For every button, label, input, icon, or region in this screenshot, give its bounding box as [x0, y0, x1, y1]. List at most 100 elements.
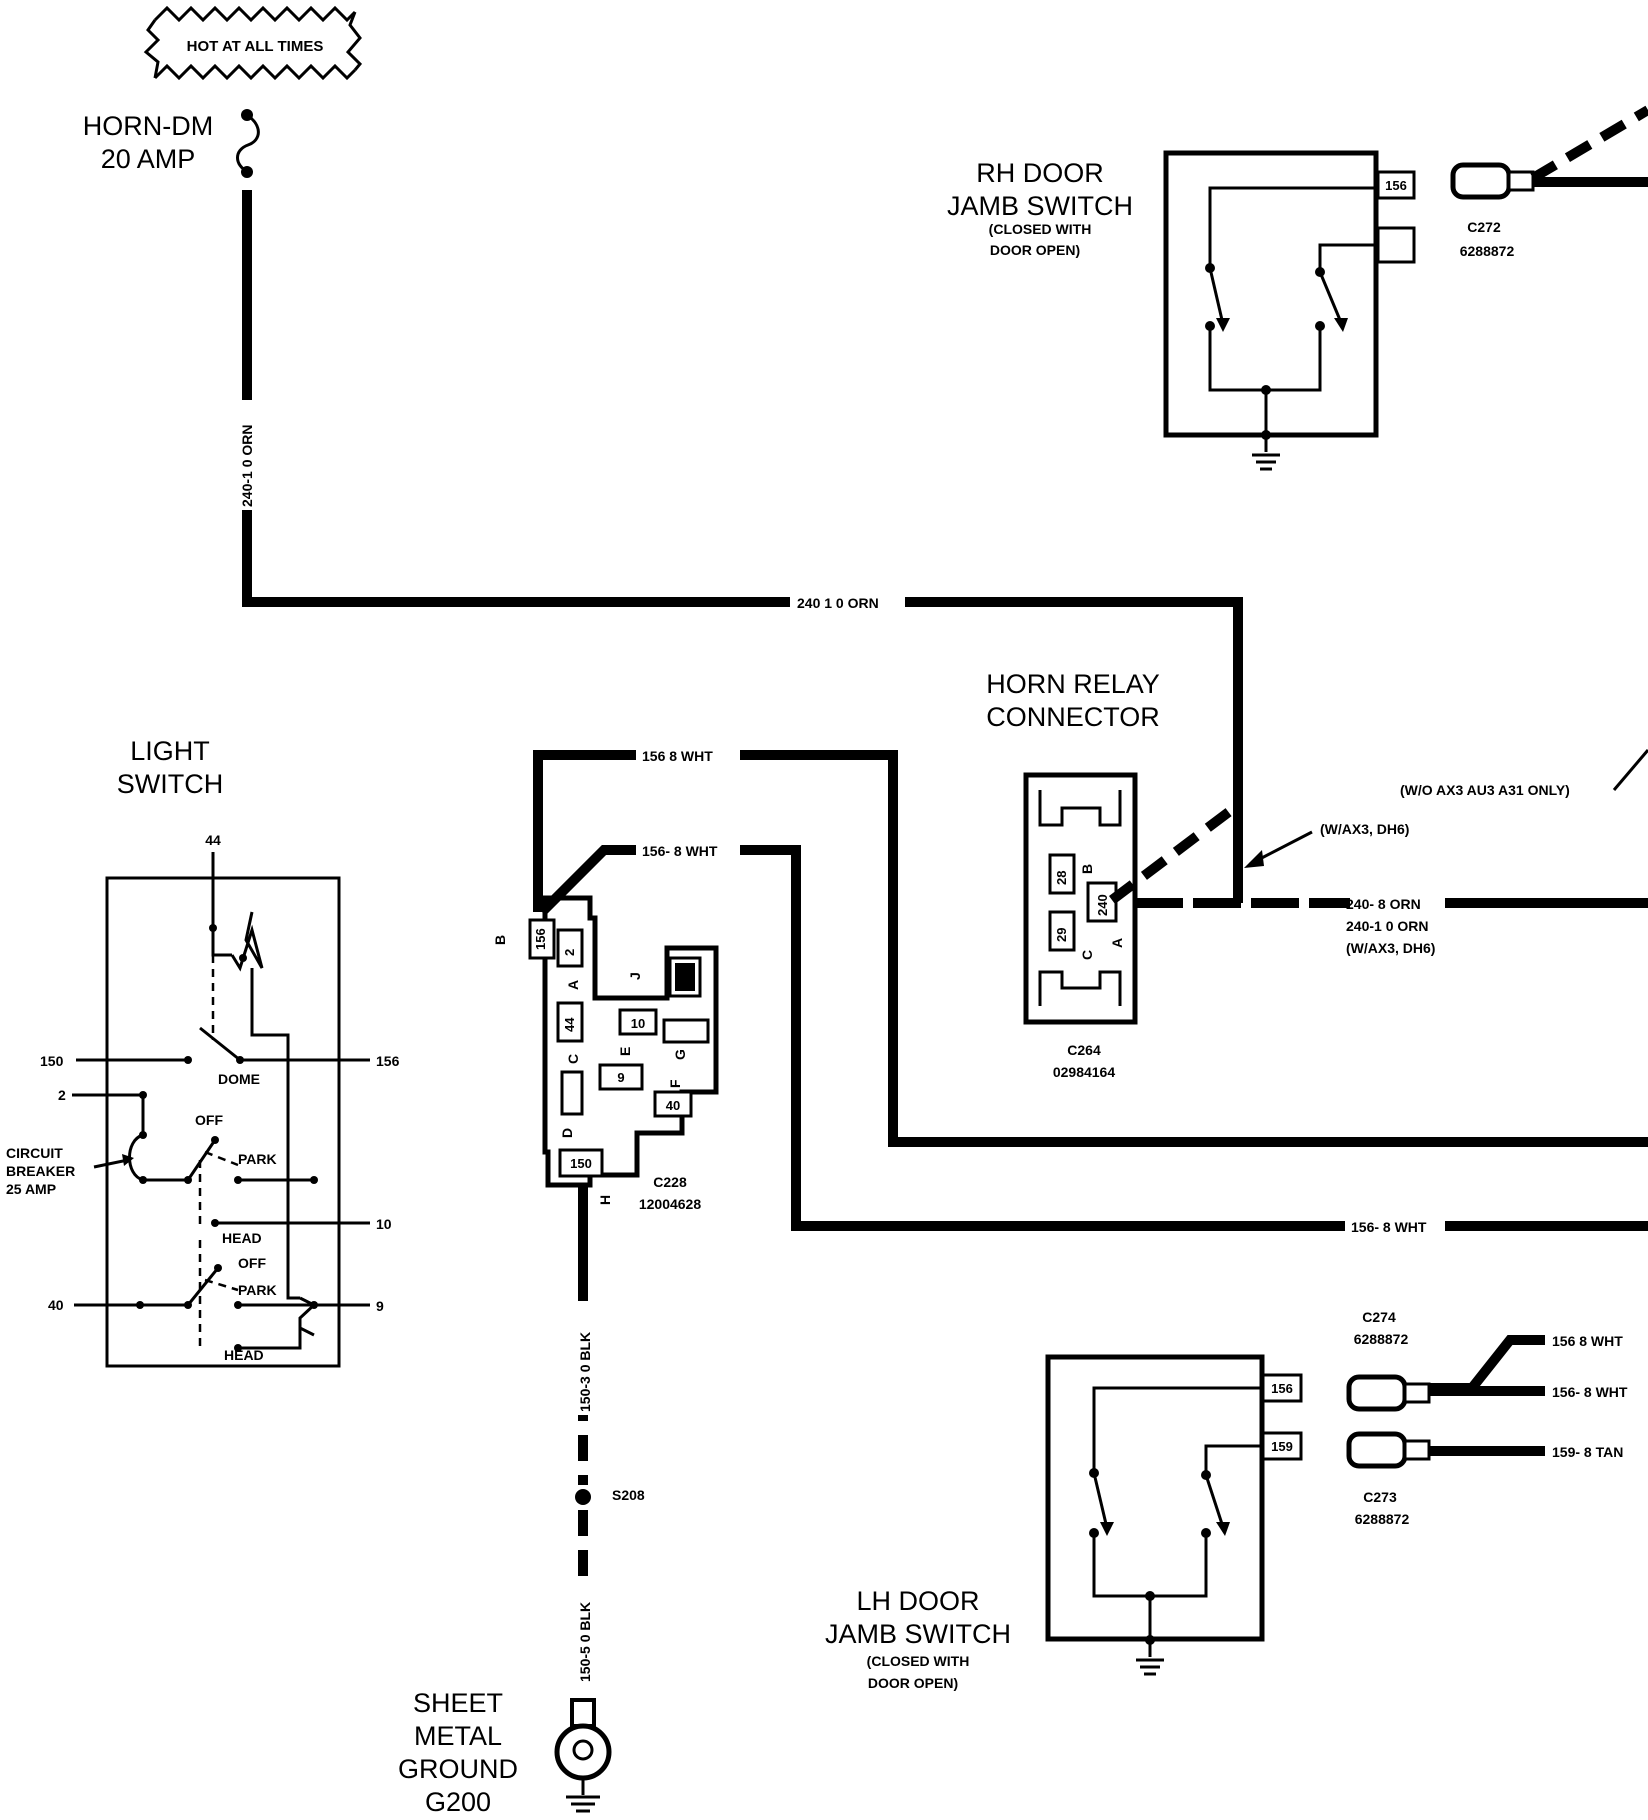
- lh-switch-pin-b: 159: [1271, 1439, 1293, 1454]
- ls-cb1: CIRCUIT: [6, 1145, 63, 1161]
- c228-letter-b: B: [492, 935, 508, 945]
- fuse-name: HORN-DM: [83, 111, 213, 141]
- c228-conn-id: C228: [653, 1174, 687, 1190]
- ls-off1: OFF: [195, 1112, 223, 1128]
- c228-pin-10: 10: [631, 1016, 645, 1031]
- wire-156-mid-label: 156- 8 WHT: [642, 843, 718, 859]
- wire-240-right-2: 240-1 0 ORN: [1346, 918, 1428, 934]
- rh-switch-title2: JAMB SWITCH: [947, 191, 1133, 221]
- c228-pin-150: 150: [570, 1156, 592, 1171]
- w-option-note: (W/AX3, DH6): [1320, 821, 1409, 837]
- hot-label: HOT AT ALL TIMES: [187, 38, 324, 55]
- ground-line4: G200: [425, 1787, 491, 1817]
- lh-conn-bot-id: C273: [1363, 1489, 1397, 1505]
- ls-off2: OFF: [238, 1255, 266, 1271]
- lh-conn-bot-part: 6288872: [1355, 1511, 1410, 1527]
- c228-conn-part: 12004628: [639, 1196, 702, 1212]
- ls-term-40: 40: [48, 1297, 64, 1313]
- ls-head2: HEAD: [224, 1347, 264, 1363]
- ls-head1: HEAD: [222, 1230, 262, 1246]
- ls-park2: PARK: [238, 1282, 277, 1298]
- lh-switch-title1: LH DOOR: [856, 1586, 979, 1616]
- wire-240-vert-label: 240-1 0 ORN: [239, 425, 255, 507]
- lh-switch-sub1: (CLOSED WITH: [867, 1653, 970, 1669]
- ls-dome: DOME: [218, 1071, 260, 1087]
- splice-dot: [575, 1489, 591, 1505]
- rh-conn-part: 6288872: [1460, 243, 1515, 259]
- c228-pin-9: 9: [617, 1070, 624, 1085]
- wo-option-note: (W/O AX3 AU3 A31 ONLY): [1400, 782, 1570, 798]
- wire-150-lower-label: 150-5 0 BLK: [577, 1602, 593, 1682]
- horn-relay-title1: HORN RELAY: [986, 669, 1160, 699]
- lh-conn-top-id: C274: [1362, 1309, 1396, 1325]
- c228-pin-2: 2: [562, 949, 577, 956]
- wire-240-orn: 240-1 0 ORN 240 1 0 ORN: [237, 190, 1243, 903]
- ls-term-44: 44: [205, 832, 221, 848]
- horn-conn-part: 02984164: [1053, 1064, 1116, 1080]
- light-switch-title1: LIGHT: [130, 736, 210, 766]
- lh-door-jamb-switch: 156 159 LH DOOR JAMB SWITCH (CLOSED WITH…: [825, 1309, 1628, 1691]
- rh-switch-sub1: (CLOSED WITH: [989, 221, 1092, 237]
- rh-switch-sub2: DOOR OPEN): [990, 242, 1080, 258]
- horn-letter-b: B: [1079, 864, 1095, 874]
- wire-156-wht: 156 8 WHT 156- 8 WHT 156- 8 WHT: [533, 748, 1648, 1235]
- horn-conn-id: C264: [1067, 1042, 1101, 1058]
- wire-156-lh-1: 156 8 WHT: [1552, 1333, 1623, 1349]
- ls-term-150: 150: [40, 1053, 64, 1069]
- lh-switch-title2: JAMB SWITCH: [825, 1619, 1011, 1649]
- c228-pin-156: 156: [533, 928, 548, 950]
- c228-letter-h: H: [597, 1195, 613, 1205]
- lh-conn-top-part: 6288872: [1354, 1331, 1409, 1347]
- horn-relay-title2: CONNECTOR: [986, 702, 1160, 732]
- ls-term-156: 156: [376, 1053, 400, 1069]
- c228-letter-c: C: [565, 1054, 581, 1064]
- ground-line2: METAL: [414, 1721, 502, 1751]
- c228-letter-j: J: [627, 972, 643, 980]
- wire-156-bottom-label: 156- 8 WHT: [1351, 1219, 1427, 1235]
- horn-cavity-c: 29: [1054, 928, 1069, 942]
- wire-156-top-label: 156 8 WHT: [642, 748, 713, 764]
- c228-letter-g: G: [672, 1049, 688, 1060]
- c228-letter-e: E: [617, 1047, 633, 1056]
- ls-term-10: 10: [376, 1216, 392, 1232]
- ls-cb2: BREAKER: [6, 1163, 75, 1179]
- wire-150-upper-label: 150-3 0 BLK: [577, 1332, 593, 1412]
- splice-label: S208: [612, 1487, 645, 1503]
- light-switch-title2: SWITCH: [117, 769, 223, 799]
- rh-switch-title1: RH DOOR: [976, 158, 1104, 188]
- ls-park1: PARK: [238, 1151, 277, 1167]
- c228-letter-a: A: [565, 980, 581, 990]
- horn-cavity-b: 28: [1054, 871, 1069, 885]
- sheet-metal-ground: SHEET METAL GROUND G200: [398, 1688, 612, 1817]
- rh-conn-id: C272: [1467, 219, 1501, 235]
- ls-cb3: 25 AMP: [6, 1181, 56, 1197]
- fuse-rating: 20 AMP: [101, 144, 196, 174]
- ground-line1: SHEET: [413, 1688, 503, 1718]
- hot-at-all-times-badge: HOT AT ALL TIMES: [143, 5, 363, 81]
- lh-switch-sub2: DOOR OPEN): [868, 1675, 958, 1691]
- c228-pin-40: 40: [666, 1098, 680, 1113]
- c228-letter-f: F: [667, 1079, 683, 1088]
- lh-switch-pin-a: 156: [1271, 1381, 1293, 1396]
- wire-150-blk: 150-3 0 BLK 150-5 0 BLK S208: [572, 1185, 645, 1700]
- light-switch: LIGHT SWITCH 44 150 156 DOME 2 OFF PAR: [6, 736, 400, 1368]
- horn-letter-c: C: [1079, 950, 1095, 960]
- c228-pin-44: 44: [562, 1017, 577, 1032]
- wire-240-right-3: (W/AX3, DH6): [1346, 940, 1435, 956]
- wire-159-lh: 159- 8 TAN: [1552, 1444, 1623, 1460]
- ls-term-9: 9: [376, 1298, 384, 1314]
- rh-switch-pin: 156: [1385, 178, 1407, 193]
- wire-240-horiz-label: 240 1 0 ORN: [797, 595, 879, 611]
- ls-term-2: 2: [58, 1087, 66, 1103]
- ground-line3: GROUND: [398, 1754, 518, 1784]
- wire-156-lh-2: 156- 8 WHT: [1552, 1384, 1628, 1400]
- rh-door-jamb-switch: RH DOOR JAMB SWITCH (CLOSED WITH DOOR OP…: [947, 105, 1648, 471]
- c228-letter-d: D: [559, 1128, 575, 1138]
- horn-letter-a: A: [1109, 938, 1125, 948]
- wire-240-right-1: 240- 8 ORN: [1346, 896, 1421, 912]
- fuse-symbol: [236, 109, 260, 178]
- horn-relay-connector: HORN RELAY CONNECTOR 28 29 240 B C A C26…: [986, 669, 1648, 1080]
- horn-cavity-a: 240: [1095, 894, 1110, 916]
- c228-connector: 156 2 44 10 9 40 150 B A J C E G F D H C…: [492, 895, 719, 1212]
